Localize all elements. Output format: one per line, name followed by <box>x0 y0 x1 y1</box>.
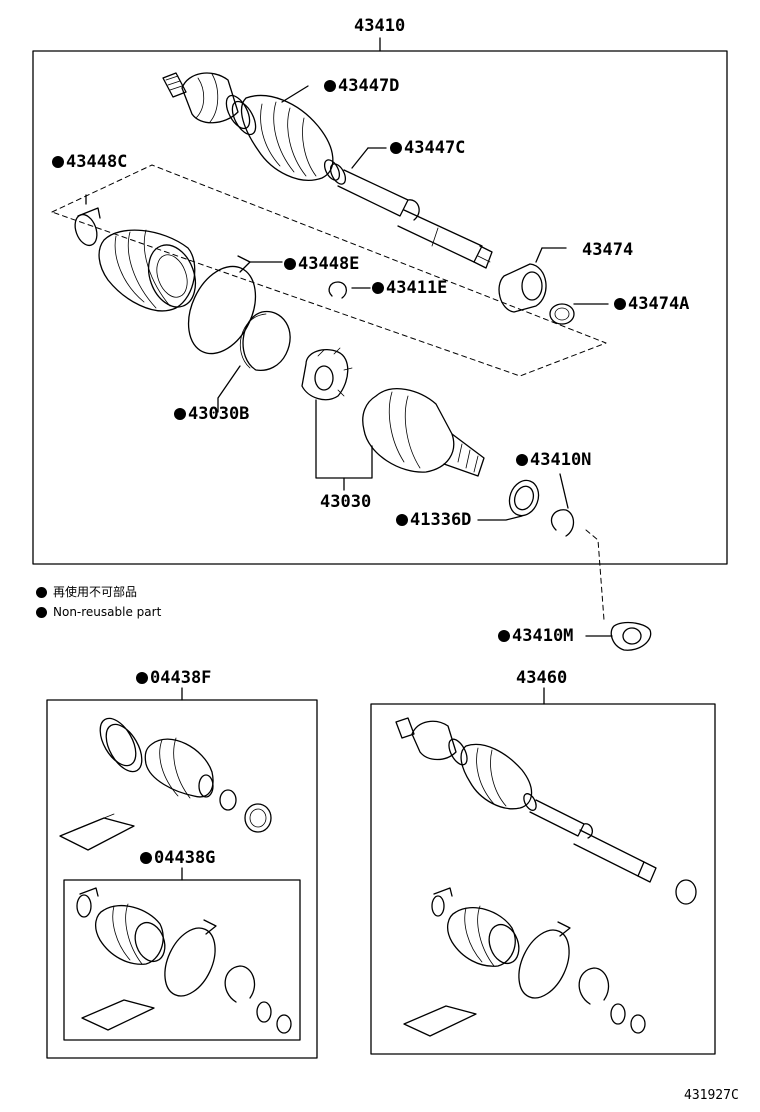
legend-text-en: Non-reusable part <box>53 605 162 619</box>
part-43030B-ring <box>217 310 291 413</box>
kit-04438G-frame <box>63 879 301 1041</box>
kit-04438F-parts <box>59 717 272 851</box>
non-reusable-dot-icon <box>614 298 626 310</box>
non-reusable-dot-icon <box>136 672 148 684</box>
part-43474-bearing <box>498 247 567 313</box>
part-inner-race <box>301 347 353 401</box>
drive-shaft-main <box>162 72 493 269</box>
label-text: 43410N <box>530 450 592 470</box>
kit-04438G-parts <box>76 887 292 1034</box>
label-43030: 43030 <box>320 492 371 512</box>
label-04438G: 04438G <box>140 848 215 868</box>
label-43447C: 43447C <box>390 138 465 158</box>
part-41336D-seal <box>477 479 540 521</box>
label-text: 43474A <box>628 294 690 314</box>
non-reusable-dot-icon <box>284 258 296 270</box>
label-text: 43411E <box>386 278 448 298</box>
legend-text-jp: 再使用不可部品 <box>53 585 138 599</box>
label-04438F: 04438F <box>136 668 211 688</box>
label-text: 43474 <box>582 240 634 260</box>
label-41336D: 41336D <box>396 510 471 530</box>
non-reusable-dot-icon <box>498 630 510 642</box>
assembly-43460-title: 43460 <box>516 668 568 688</box>
non-reusable-dot-icon <box>140 852 152 864</box>
part-43448E-band <box>187 255 283 355</box>
non-reusable-dot-icon <box>372 282 384 294</box>
label-43448E: 43448E <box>284 254 359 274</box>
non-reusable-dot-icon <box>36 607 47 618</box>
part-43474A-ring <box>549 303 609 325</box>
label-text: 43447D <box>338 76 400 96</box>
label-text: 04438G <box>154 848 216 868</box>
label-43474: 43474 <box>582 240 633 260</box>
part-43410N-ring <box>550 473 605 621</box>
part-43411E-ring <box>328 281 371 299</box>
label-43411E: 43411E <box>372 278 447 298</box>
part-43030-housing <box>315 388 485 491</box>
assembly-43460-frame <box>370 703 716 1055</box>
non-reusable-dot-icon <box>36 587 47 598</box>
non-reusable-dot-icon <box>516 454 528 466</box>
non-reusable-dot-icon <box>324 80 336 92</box>
label-text: 43030B <box>188 404 250 424</box>
label-43030B: 43030B <box>174 404 249 424</box>
figure-id: 431927C <box>684 1088 739 1103</box>
label-43474A: 43474A <box>614 294 689 314</box>
drive-shaft-43460 <box>395 717 697 1037</box>
boot-kit-group-outline <box>51 164 607 377</box>
non-reusable-dot-icon <box>52 156 64 168</box>
label-43448C: 43448C <box>52 152 127 172</box>
label-43447D: 43447D <box>324 76 399 96</box>
label-text: 43448C <box>66 152 128 172</box>
legend-japanese: 再使用不可部品 <box>36 584 137 600</box>
part-43410M-bearing <box>585 621 652 651</box>
non-reusable-dot-icon <box>174 408 186 420</box>
assembly-43410-title: 43410 <box>354 16 406 36</box>
label-text: 43448E <box>298 254 360 274</box>
non-reusable-dot-icon <box>396 514 408 526</box>
label-43410N: 43410N <box>516 450 591 470</box>
non-reusable-dot-icon <box>390 142 402 154</box>
label-text: 41336D <box>410 510 472 530</box>
part-boot-left <box>98 229 197 312</box>
label-text: 43410M <box>512 626 574 646</box>
part-43448C-clamp <box>74 194 101 247</box>
label-43410M: 43410M <box>498 626 573 646</box>
label-text: 04438F <box>150 668 212 688</box>
legend-english: Non-reusable part <box>36 604 161 620</box>
label-text: 43030 <box>320 492 372 512</box>
label-text: 43447C <box>404 138 466 158</box>
